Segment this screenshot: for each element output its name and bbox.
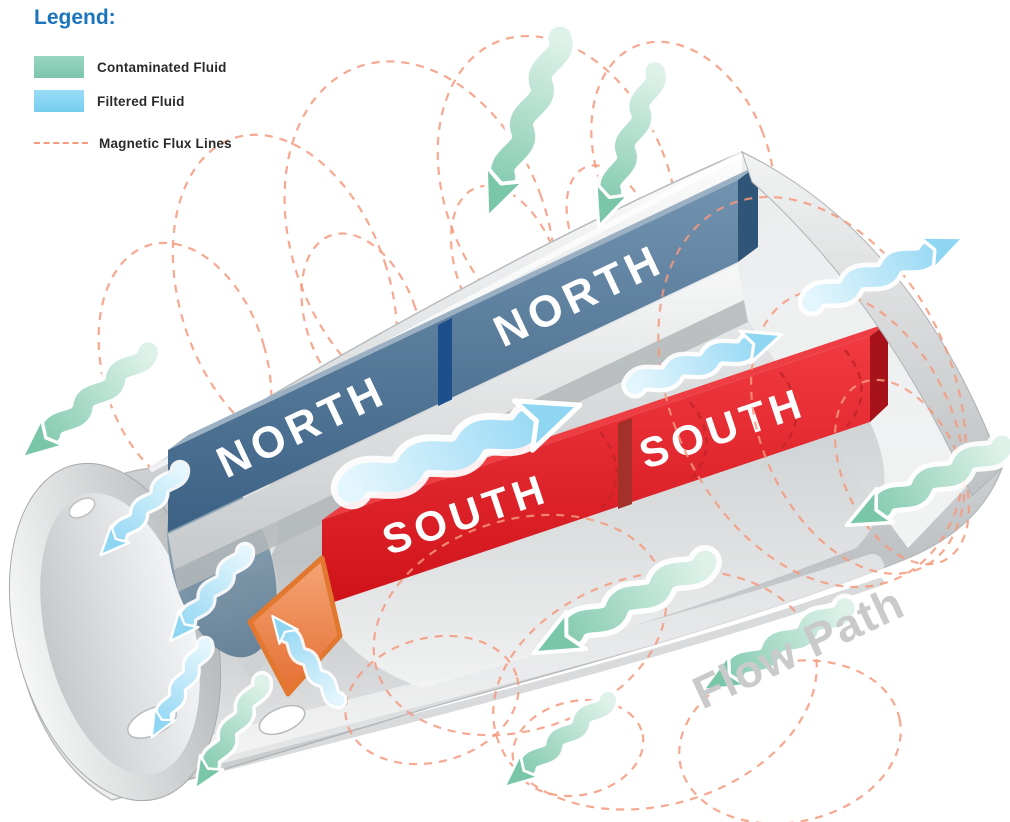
south-flux-dashes — [599, 349, 863, 509]
south-divider — [618, 418, 632, 509]
north-top-face — [168, 165, 758, 450]
legend-item-filtered: Filtered Fluid — [34, 90, 232, 112]
filtered-fluid-swatch — [34, 90, 84, 112]
magnet-tray — [168, 264, 744, 570]
north-front-face — [168, 180, 738, 532]
pipe-bottom-highlight — [156, 554, 884, 772]
pipe-bottom-shade — [171, 578, 884, 784]
legend: Legend: Contaminated Fluid Filtered Flui… — [34, 6, 232, 166]
contaminated-fluid-arrow — [8, 338, 159, 474]
magnetic-flux-label: Magnetic Flux Lines — [99, 135, 232, 151]
trough-floor — [322, 422, 885, 688]
north-end-face — [738, 165, 758, 262]
contaminated-fluid-label: Contaminated Fluid — [97, 59, 227, 75]
south-end-face — [870, 323, 888, 422]
drain-slot-2 — [258, 704, 306, 736]
contaminated-fluid-swatch — [34, 56, 84, 78]
north-divider — [438, 318, 452, 407]
filtered-fluid-label: Filtered Fluid — [97, 93, 185, 109]
legend-item-contaminated: Contaminated Fluid — [34, 56, 232, 78]
legend-item-flux: Magnetic Flux Lines — [34, 132, 232, 154]
mounting-notch — [68, 497, 96, 519]
legend-title: Legend: — [34, 6, 116, 29]
magnetic-flux-swatch — [34, 142, 88, 144]
south-front-face — [322, 336, 870, 606]
north-magnet: NORTH NORTH — [168, 165, 758, 532]
contaminated-fluid-arrow — [465, 30, 580, 228]
